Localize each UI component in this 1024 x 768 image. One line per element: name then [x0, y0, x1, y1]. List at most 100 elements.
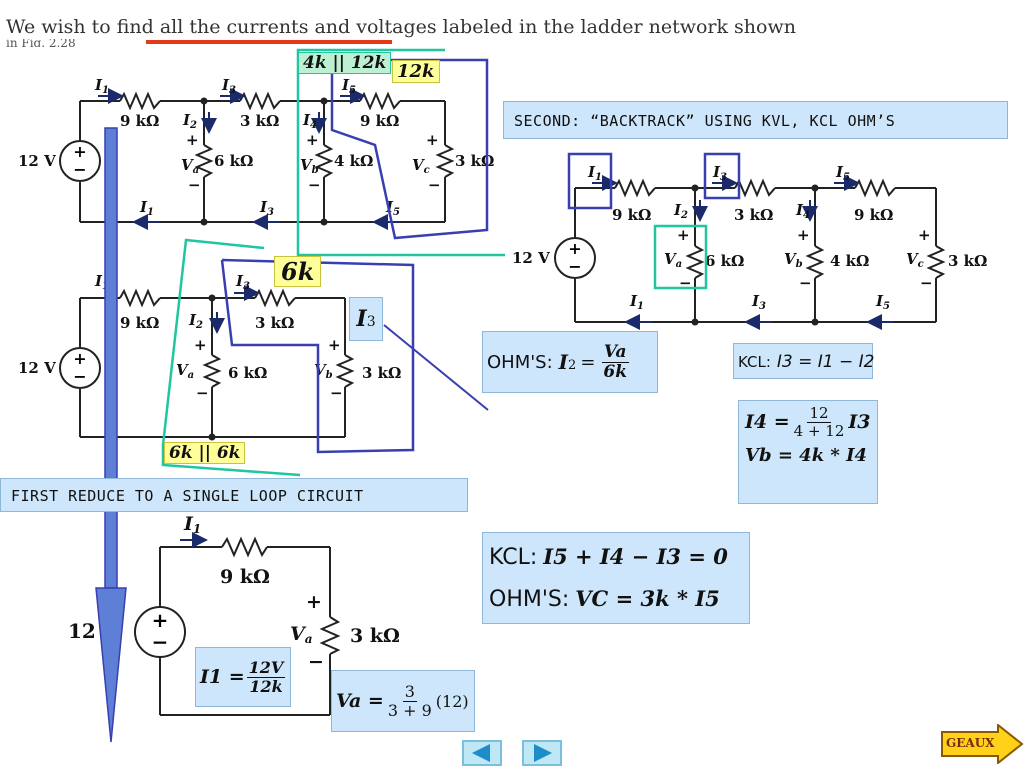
svg-text:+: +	[194, 336, 207, 354]
c2-blue-outline	[220, 258, 415, 454]
svg-text:−: −	[152, 630, 169, 654]
arrow-right-icon	[941, 724, 1024, 764]
c4-i3-highlight	[703, 152, 741, 200]
svg-text:+: +	[152, 608, 169, 632]
svg-text:9 kΩ: 9 kΩ	[120, 112, 159, 130]
svg-text:3 kΩ: 3 kΩ	[240, 112, 279, 130]
svg-text:Va: Va	[176, 361, 194, 381]
svg-text:I5: I5	[875, 292, 890, 312]
svg-text:3 kΩ: 3 kΩ	[350, 625, 400, 647]
eq-i4-vb: I4 = 12 4 + 12 I3 Vb = 4k * I4	[738, 400, 878, 504]
svg-text:3 kΩ: 3 kΩ	[362, 364, 401, 382]
svg-text:I2: I2	[673, 201, 688, 221]
c2-green-outline	[161, 238, 301, 477]
svg-text:+: +	[426, 131, 439, 149]
svg-text:−: −	[308, 176, 321, 194]
eq-va: Va = 3 3 + 9 (12)	[331, 670, 475, 732]
svg-text:−: −	[188, 176, 201, 194]
svg-text:−: −	[73, 160, 86, 179]
svg-text:I3: I3	[221, 76, 236, 96]
svg-text:Va: Va	[664, 250, 682, 270]
svg-text:3 kΩ: 3 kΩ	[948, 252, 987, 270]
svg-text:I3: I3	[751, 292, 766, 312]
svg-text:9 kΩ: 9 kΩ	[120, 314, 159, 332]
svg-text:9 kΩ: 9 kΩ	[360, 112, 399, 130]
svg-text:I1: I1	[587, 163, 602, 183]
reduction-arrow	[95, 127, 127, 743]
par-4k-12k-label: 4k || 12k	[298, 52, 392, 74]
geaux-button[interactable]: GEAUX	[940, 724, 1024, 764]
svg-text:+: +	[918, 226, 931, 244]
c4-i1-highlight	[567, 152, 613, 210]
svg-text:I3: I3	[235, 272, 250, 292]
eq-i1: I1 = 12V 12k	[195, 647, 291, 707]
svg-text:+: +	[797, 226, 810, 244]
r12k-label: 12k	[392, 60, 440, 83]
note-second-backtrack: SECOND: “BACKTRACK” USING KVL, KCL OHM’S	[503, 101, 1008, 139]
svg-text:I5: I5	[835, 163, 850, 183]
svg-text:12 V: 12 V	[18, 359, 56, 377]
svg-text:9 kΩ: 9 kΩ	[854, 206, 893, 224]
svg-text:−: −	[330, 384, 343, 402]
ladder-circuit-original: + − 12 V 9 kΩ 3 kΩ 9 kΩ	[18, 76, 494, 230]
svg-text:−: −	[679, 274, 692, 292]
svg-text:Vc: Vc	[906, 250, 924, 270]
svg-text:6 kΩ: 6 kΩ	[705, 252, 744, 270]
svg-text:+: +	[328, 336, 341, 354]
svg-text:I5: I5	[341, 76, 356, 96]
triangle-right-icon	[534, 744, 552, 762]
svg-text:I1: I1	[94, 76, 109, 96]
note-first-reduce: FIRST REDUCE TO A SINGLE LOOP CIRCUIT	[0, 478, 468, 512]
svg-text:I3: I3	[259, 198, 274, 218]
eq-kcl-ohm-big: KCL:I5 + I4 − I3 = 0 OHM'S:VC = 3k * I5	[482, 532, 750, 624]
svg-text:Vb: Vb	[300, 156, 319, 176]
r6k-big-label: 6k	[274, 256, 322, 287]
c4-va-highlight	[653, 224, 708, 290]
header-underline	[146, 40, 392, 44]
svg-text:−: −	[196, 384, 209, 402]
svg-text:+: +	[677, 226, 690, 244]
next-slide-button[interactable]	[522, 740, 562, 766]
svg-text:+: +	[306, 591, 322, 613]
svg-text:Va: Va	[290, 623, 313, 646]
svg-text:−: −	[428, 176, 441, 194]
svg-text:Va: Va	[181, 156, 199, 176]
svg-text:+: +	[306, 131, 319, 149]
svg-text:+: +	[568, 239, 581, 258]
svg-text:6 kΩ: 6 kΩ	[228, 364, 267, 382]
geaux-label: GEAUX	[946, 736, 995, 750]
svg-text:9 kΩ: 9 kΩ	[612, 206, 651, 224]
svg-text:−: −	[308, 651, 324, 673]
header-text: We wish to find all the currents and vol…	[6, 16, 796, 38]
svg-text:12 V: 12 V	[512, 249, 550, 267]
c1-source-label: 12 V	[18, 152, 56, 170]
eq-kcl-i3: KCL:I3 = I1 − I2	[733, 343, 875, 379]
ladder-circuit-reduced: + − 12 V 9 kΩ 3 kΩ 6 kΩ 3 kΩ I1 I3 I2 + …	[18, 272, 401, 441]
eq-ohm-i2: OHM'S: I2 = Va 6k	[482, 331, 658, 393]
svg-text:6 kΩ: 6 kΩ	[214, 152, 253, 170]
svg-text:I1: I1	[629, 292, 644, 312]
svg-text:I4: I4	[302, 111, 317, 131]
par-6k-6k-label: 6k || 6k	[164, 442, 246, 464]
prev-slide-button[interactable]	[462, 740, 502, 766]
svg-text:4 kΩ: 4 kΩ	[830, 252, 869, 270]
ladder-circuit-backtrack: + − 12 V 9 kΩ 3 kΩ 9 kΩ 6 kΩ 4 k	[512, 163, 987, 330]
svg-text:+: +	[73, 142, 86, 161]
svg-text:4 kΩ: 4 kΩ	[334, 152, 373, 170]
svg-text:I2: I2	[188, 311, 203, 331]
single-loop-circuit: + − 12 9 kΩ 3 kΩ I1 + Va −	[68, 513, 400, 716]
svg-text:I4: I4	[795, 201, 810, 221]
svg-text:3 kΩ: 3 kΩ	[255, 314, 294, 332]
svg-text:−: −	[73, 367, 86, 386]
svg-text:9 kΩ: 9 kΩ	[220, 566, 270, 588]
c1-blue-outline	[330, 58, 489, 240]
svg-text:12: 12	[68, 619, 96, 643]
svg-text:I1: I1	[183, 513, 201, 536]
svg-text:Vc: Vc	[412, 156, 430, 176]
svg-text:I1: I1	[139, 198, 154, 218]
svg-text:I3: I3	[712, 163, 727, 183]
c2-pointer-line	[383, 324, 489, 411]
svg-text:3 kΩ: 3 kΩ	[455, 152, 494, 170]
